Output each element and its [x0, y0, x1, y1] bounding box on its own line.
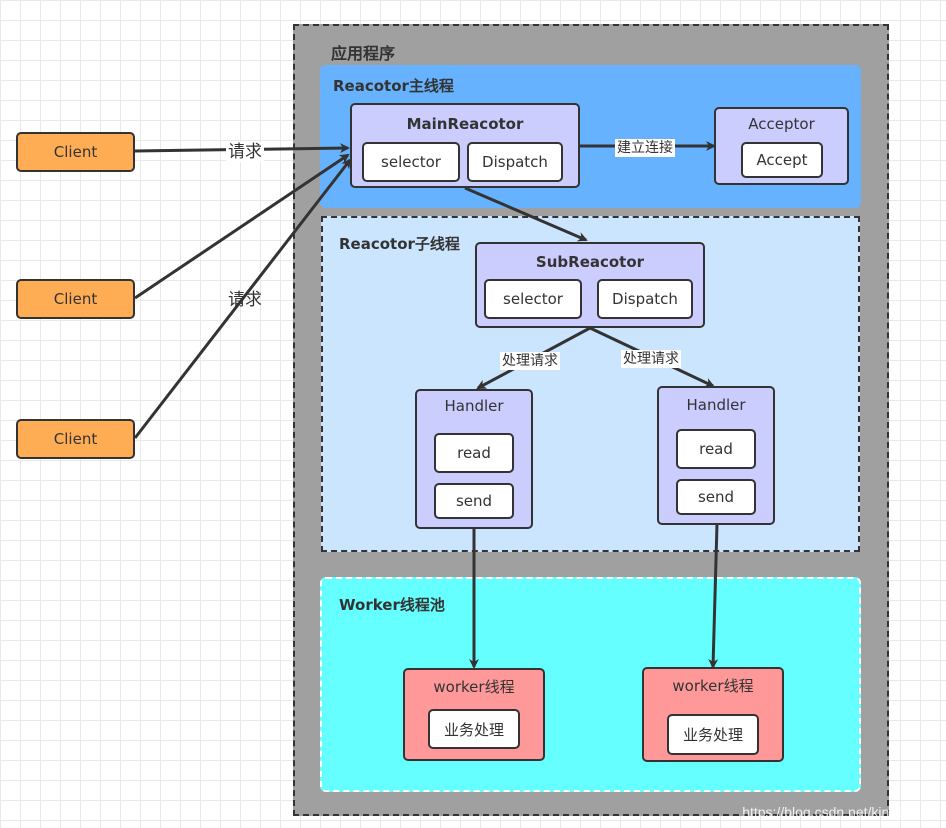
main-reactor-dispatch[interactable]: Dispatch — [467, 142, 563, 182]
handler-1-read[interactable]: read — [434, 433, 514, 473]
worker-1-task[interactable]: 业务处理 — [428, 709, 520, 749]
edge-main-sub — [464, 186, 588, 242]
handler-2-read[interactable]: read — [676, 429, 756, 469]
acceptor-title: Acceptor — [748, 115, 815, 133]
edge-label-handle-request-1: 处理请求 — [500, 352, 560, 370]
sub-reactor-region-title: Reacotor子线程 — [339, 235, 460, 253]
worker-region-title: Worker线程池 — [339, 596, 445, 614]
client-node-1[interactable]: Client — [16, 132, 135, 172]
app-title: 应用程序 — [331, 44, 396, 63]
sub-reactor-dispatch[interactable]: Dispatch — [597, 279, 693, 319]
main-reactor-region-title: Reacotor主线程 — [333, 77, 454, 95]
edge-label-handle-request-2: 处理请求 — [621, 350, 681, 368]
edge-handler2-worker2 — [708, 523, 719, 669]
handler-1-send[interactable]: send — [434, 483, 514, 519]
watermark-text: https://blog.csdn.net/king13127 — [742, 804, 936, 820]
main-reactor-title: MainReacotor — [406, 115, 524, 133]
edge-client3-main — [133, 158, 352, 439]
handler-1-title: Handler — [444, 397, 504, 415]
client-node-3[interactable]: Client — [16, 419, 135, 459]
edge-label-request-2: 请求 — [228, 290, 262, 310]
accept-node[interactable]: Accept — [741, 142, 823, 178]
sub-reactor-selector[interactable]: selector — [484, 279, 582, 319]
sub-reactor-title: SubReacotor — [535, 253, 645, 271]
handler-2-title: Handler — [686, 396, 746, 414]
worker-2-title: worker线程 — [672, 677, 754, 695]
edge-client2-main — [134, 153, 350, 300]
edge-label-establish-connection: 建立连接 — [615, 139, 675, 157]
client-node-2[interactable]: Client — [16, 279, 135, 319]
handler-2-send[interactable]: send — [676, 479, 756, 515]
edge-label-request-1: 请求 — [226, 142, 264, 162]
worker-1-title: worker线程 — [433, 678, 515, 696]
worker-2-task[interactable]: 业务处理 — [667, 714, 759, 755]
main-reactor-selector[interactable]: selector — [362, 142, 460, 182]
